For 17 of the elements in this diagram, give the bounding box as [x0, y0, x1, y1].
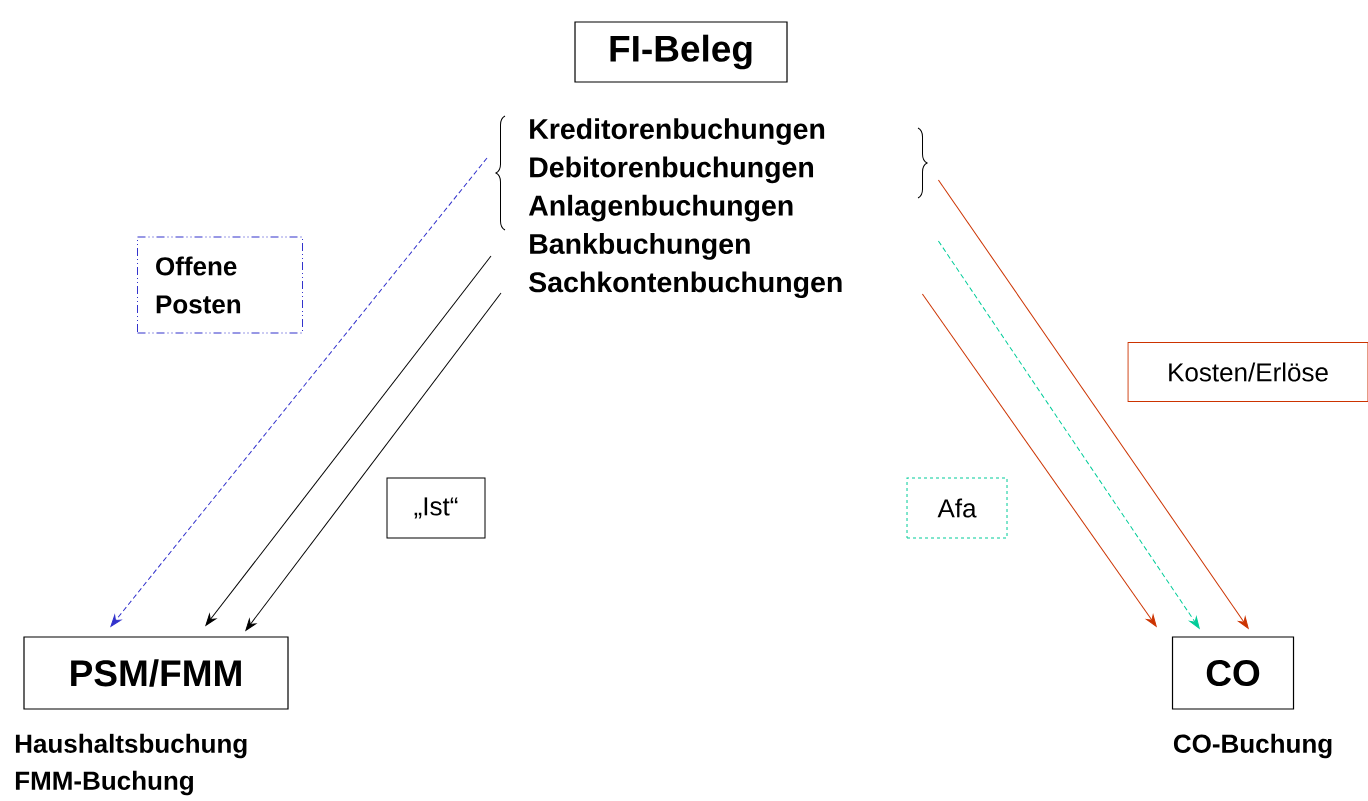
document-box: FI-Beleg — [574, 21, 788, 83]
label-box: Kosten/Erlöse — [1127, 342, 1368, 402]
arrow — [205, 255, 492, 626]
caption-text: FMM-Buchung — [15, 770, 193, 796]
arrow — [937, 179, 1249, 629]
arrow — [245, 292, 502, 631]
arrow — [937, 240, 1200, 629]
arrow — [921, 293, 1157, 627]
caption-text: CO-Buchung — [1173, 733, 1332, 759]
caption-text: Haushaltsbuchung — [15, 733, 247, 759]
module-box: PSM/FMM — [23, 636, 289, 710]
label-box: „Ist“ — [386, 477, 486, 539]
arrow — [110, 157, 488, 627]
module-box: CO — [1171, 636, 1295, 710]
dash-dot-label-box: Offene Posten — [137, 236, 303, 334]
posting-type-list: Kreditorenbuchungen Debitorenbuchungen Anlagenbuchungen Bankbuchungen Sachkontenbuchungen — [528, 118, 842, 299]
dashed-label-box: Afa — [906, 477, 1008, 539]
